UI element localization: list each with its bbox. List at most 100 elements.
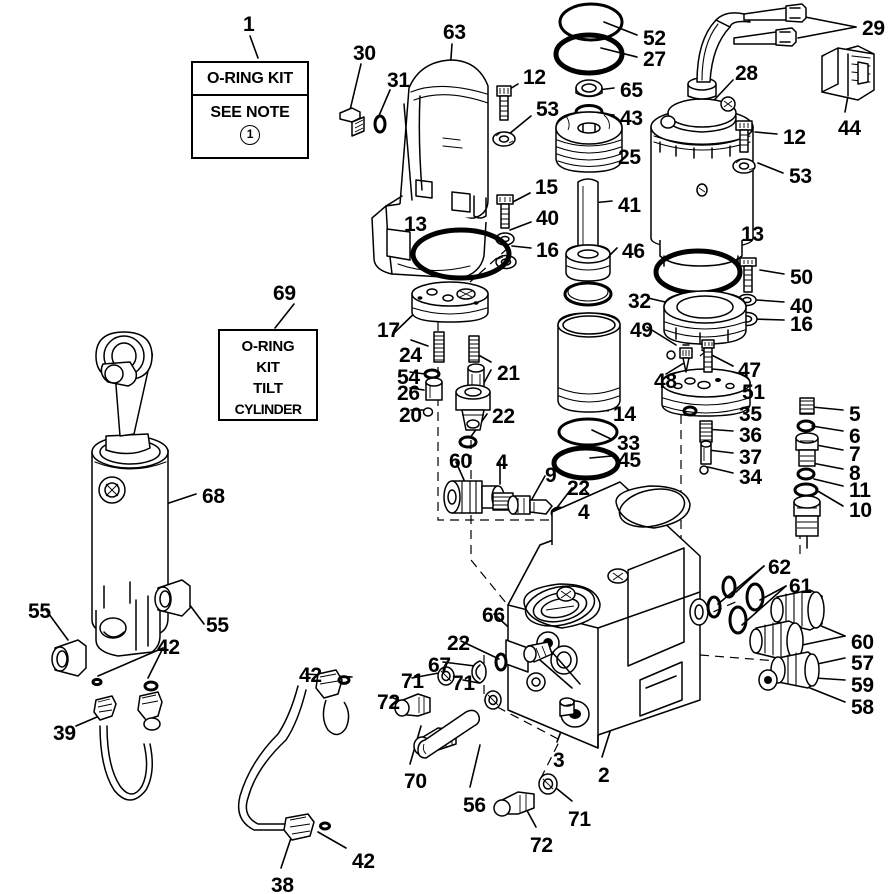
part-7-valve xyxy=(795,432,819,467)
part-62-orings xyxy=(706,575,737,619)
part-67-seal xyxy=(471,660,487,684)
part-42-oring-left xyxy=(91,677,103,687)
callout-30: 30 xyxy=(353,42,376,65)
tilt-kit-line-3: TILT xyxy=(253,380,283,397)
part-10-valve xyxy=(793,495,821,549)
part-37-plunger xyxy=(700,440,712,465)
callout-6: 6 xyxy=(849,425,861,448)
part-24-spring xyxy=(433,331,445,363)
part-34-ball xyxy=(699,465,709,475)
part-49-check-valve xyxy=(679,344,693,373)
part-13-oring-left xyxy=(410,227,512,281)
oring-kit-title: O-RING KIT xyxy=(193,63,307,96)
callout-60: 60 xyxy=(851,631,874,654)
part-22-oring-small xyxy=(458,435,478,449)
callout-43: 43 xyxy=(620,107,643,130)
part-12-screw-motor xyxy=(735,120,753,153)
tilt-kit-line-4: CYLINDER xyxy=(234,401,302,417)
part-31-oring xyxy=(373,114,387,134)
callout-71: 71 xyxy=(452,672,475,695)
part-6-oring xyxy=(796,419,816,433)
tilt-kit-line-1: O-RING xyxy=(241,338,295,355)
callout-42: 42 xyxy=(157,636,180,659)
callout-22: 22 xyxy=(447,632,470,655)
callout-16: 16 xyxy=(790,313,813,336)
part-5-spring xyxy=(799,397,815,415)
part-55-bushing-left xyxy=(51,639,87,677)
part-30-screw xyxy=(339,107,365,137)
part-47-screw xyxy=(701,339,715,373)
callout-67: 67 xyxy=(428,654,451,677)
callout-63: 63 xyxy=(443,21,466,44)
callout-22: 22 xyxy=(492,405,515,428)
callout-51: 51 xyxy=(742,381,765,404)
callout-39: 39 xyxy=(53,722,76,745)
callout-12: 12 xyxy=(523,66,546,89)
part-71-washer-b xyxy=(484,690,502,710)
callout-46: 46 xyxy=(622,240,645,263)
part-56-shaft xyxy=(417,709,481,759)
part-57-59-58-fitting xyxy=(758,651,820,691)
callout-55: 55 xyxy=(28,600,51,623)
callout-20: 20 xyxy=(399,404,422,427)
callout-22: 22 xyxy=(567,477,590,500)
part-53-washer-upper-left xyxy=(492,131,516,147)
part-46-seal xyxy=(563,244,613,307)
part-22-oring-manifold xyxy=(494,652,508,672)
part-12-screw-upper-left xyxy=(496,85,512,121)
callout-61: 61 xyxy=(789,575,812,598)
callout-45: 45 xyxy=(618,449,641,472)
callout-68: 68 xyxy=(202,485,225,508)
part-45-oring xyxy=(551,445,621,481)
part-17-end-cap xyxy=(411,281,489,323)
callout-71: 71 xyxy=(568,808,591,831)
callout-40: 40 xyxy=(790,295,813,318)
callout-3: 3 xyxy=(553,749,565,772)
part-36-spring xyxy=(699,420,713,443)
callout-37: 37 xyxy=(739,446,762,469)
oring-kit-box: O-RING KIT SEE NOTE 1 xyxy=(191,61,309,159)
callout-21: 21 xyxy=(497,362,520,385)
part-66-fitting xyxy=(523,641,553,663)
part-42-oring-hose38-top xyxy=(337,675,351,685)
callout-42: 42 xyxy=(299,664,322,687)
callout-8: 8 xyxy=(849,462,861,485)
callout-62: 62 xyxy=(768,556,791,579)
part-60-fitting-upper xyxy=(770,589,825,631)
part-8-oring xyxy=(796,467,816,481)
callout-13: 13 xyxy=(404,213,427,236)
oring-kit-note-label: SEE NOTE xyxy=(210,104,290,121)
callout-60: 60 xyxy=(449,450,472,473)
callout-25: 25 xyxy=(618,146,641,169)
callout-26: 26 xyxy=(397,382,420,405)
part-52-oring xyxy=(558,2,624,42)
part-21-spring xyxy=(468,335,480,363)
callout-24: 24 xyxy=(399,344,422,367)
part-55-bushing-right xyxy=(154,579,191,617)
callout-13: 13 xyxy=(741,223,764,246)
part-11-backup-ring xyxy=(793,482,819,498)
part-54-washer xyxy=(423,368,441,380)
part-42-oring-hose38 xyxy=(319,821,331,831)
part-42-oring-right xyxy=(143,680,159,692)
part-68-tilt-cylinder xyxy=(91,331,169,657)
part-14-cylinder xyxy=(557,312,621,413)
callout-72: 72 xyxy=(530,834,553,857)
callout-7: 7 xyxy=(849,443,861,466)
callout-32: 32 xyxy=(628,290,651,313)
part-28-electric-motor xyxy=(650,12,754,267)
callout-28: 28 xyxy=(735,62,758,85)
part-3-bushing xyxy=(559,697,575,717)
callout-44: 44 xyxy=(838,117,861,140)
part-53-washer-motor xyxy=(732,158,756,174)
callout-16: 16 xyxy=(536,239,559,262)
oring-kit-note-number: 1 xyxy=(240,125,260,145)
callout-38: 38 xyxy=(271,874,294,894)
callout-57: 57 xyxy=(851,652,874,675)
part-72-bolt-a xyxy=(394,693,431,717)
part-20-ball xyxy=(422,407,434,417)
part-35-oring xyxy=(682,405,698,417)
callout-4: 4 xyxy=(578,501,590,524)
